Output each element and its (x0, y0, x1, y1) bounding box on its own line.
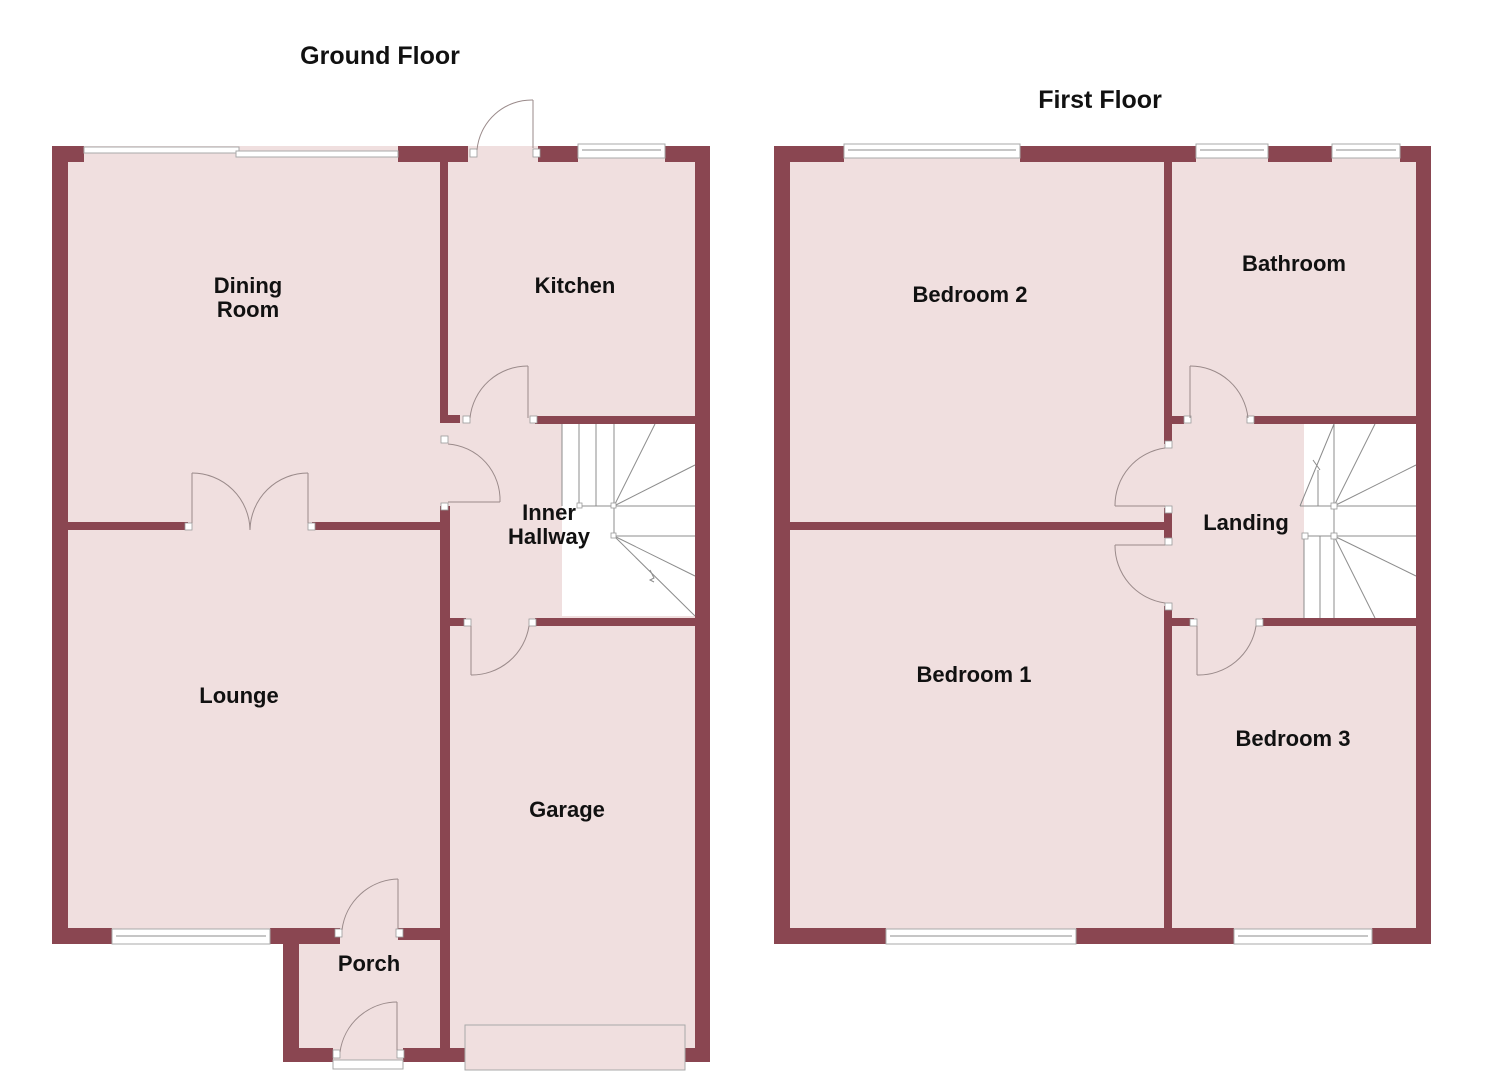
room-label-lounge: Lounge (199, 683, 279, 708)
room-label-landing: Landing (1203, 510, 1289, 535)
door-bedroom-2 (1114, 440, 1173, 514)
window-kitchen (577, 143, 666, 159)
window-bathroom-left (1195, 143, 1269, 159)
staircase-ground-lines (561, 423, 696, 617)
room-label-bedroom-2: Bedroom 2 (912, 282, 1028, 307)
window-bedroom-2 (843, 143, 1021, 159)
room-label-bedroom-3: Bedroom 3 (1235, 726, 1351, 751)
room-label-porch: Porch (337, 951, 401, 976)
first-floor-plan (774, 143, 1431, 945)
room-label-garage: Garage (529, 797, 605, 822)
staircase-first-lines (1299, 423, 1417, 619)
room-label-inner-hallway: Inner Hallway (508, 500, 590, 549)
door-bathroom (1183, 365, 1255, 424)
staircase-first (1304, 424, 1416, 618)
door-hallway-garage (463, 618, 537, 676)
staircase-ground (562, 424, 695, 616)
door-kitchen-hallway (462, 365, 538, 424)
double-door-dining-lounge (184, 472, 316, 531)
room-label-bathroom: Bathroom (1242, 251, 1346, 276)
door-porch-lounge (334, 878, 404, 938)
window-dining-sliding-right (235, 150, 399, 158)
room-label-kitchen: Kitchen (534, 273, 616, 298)
door-bedroom-3 (1189, 618, 1264, 676)
room-label-dining-room: Dining Room (213, 273, 283, 322)
door-kitchen-back (469, 99, 541, 158)
garage-door (464, 1024, 686, 1071)
door-bedroom-1 (1114, 537, 1173, 611)
room-label-bedroom-1: Bedroom 1 (916, 662, 1032, 687)
window-bathroom-right (1331, 143, 1401, 159)
first-floor-title: First Floor (1038, 86, 1162, 114)
porch-entrance (332, 1059, 404, 1070)
ground-floor-plan (52, 99, 710, 1071)
door-dining-hallway (440, 435, 501, 511)
door-porch-front (332, 1001, 405, 1059)
window-dining-sliding-left (83, 146, 240, 154)
ground-floor-title: Ground Floor (300, 42, 460, 70)
